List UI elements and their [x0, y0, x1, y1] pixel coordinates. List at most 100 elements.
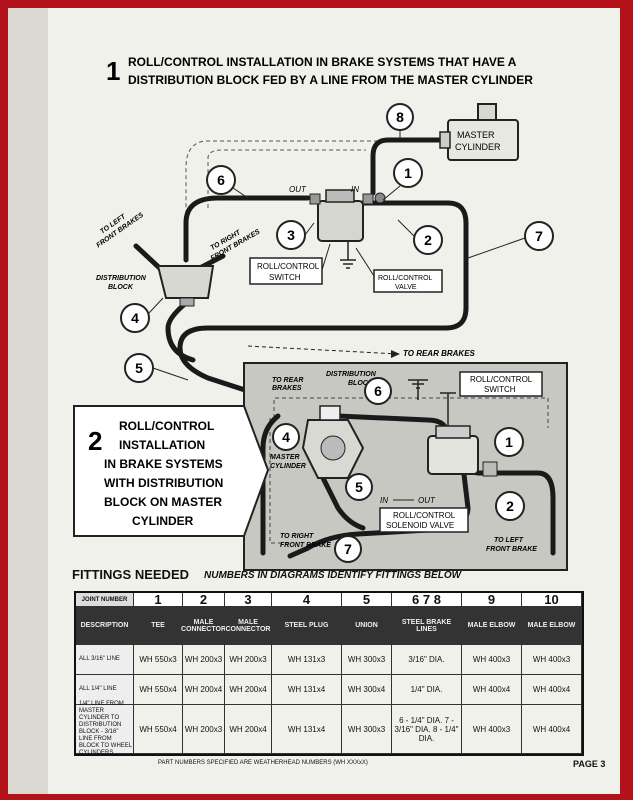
page-label: PAGE 3	[573, 759, 606, 769]
document-page: 1 ROLL/CONTROL INSTALLATION IN BRAKE SYS…	[8, 8, 620, 794]
master-cylinder-1-label: CYLINDER	[455, 142, 501, 152]
diagram2-dashed-frame	[269, 397, 549, 544]
joint-number-cell: 5	[342, 592, 392, 607]
diagram1-brake-lines	[133, 137, 469, 394]
joint-number-cell: 6 7 8	[392, 592, 462, 607]
page-fold-shadow	[8, 8, 48, 794]
callout-4: 4	[131, 310, 139, 326]
part-number-cell: WH 200x3	[225, 645, 272, 675]
label2-distribution-block: DISTRIBUTION	[326, 371, 377, 378]
part-number-cell: WH 400x4	[522, 675, 582, 705]
label-distribution-block: BLOCK	[108, 284, 134, 291]
callout-6: 6	[217, 172, 225, 188]
part-number-cell: WH 131x3	[272, 645, 342, 675]
part-number-cell: WH 200x3	[183, 645, 225, 675]
joint-number-cell: 9	[462, 592, 522, 607]
callout2-2: 2	[506, 498, 514, 514]
row-description: ALL 3/16" LINE	[76, 645, 134, 675]
fitting-name-cell: TEE	[134, 607, 183, 645]
brake-diagrams: 1 ROLL/CONTROL INSTALLATION IN BRAKE SYS…	[73, 55, 568, 571]
callout-1: 1	[404, 165, 412, 181]
part-number-cell: WH 550x4	[134, 705, 183, 754]
part-number-cell: WH 400x4	[522, 705, 582, 754]
part-number-cell: WH 300x3	[342, 645, 392, 675]
label2-to-left-front: TO LEFT	[494, 537, 524, 544]
callouts-diagram1	[120, 103, 554, 383]
label2-master-cylinder: MASTER	[270, 454, 300, 461]
distribution-block-2	[301, 405, 365, 479]
callouts-diagram2	[272, 377, 525, 563]
joint-number-header: JOINT NUMBER	[76, 593, 134, 607]
solenoid-valve-2	[427, 392, 498, 477]
joint-number-cell: 10	[522, 592, 582, 607]
label-in: IN	[351, 185, 359, 194]
label2-out: OUT	[418, 496, 436, 505]
callout2-6: 6	[374, 383, 382, 399]
callout2-5: 5	[355, 479, 363, 495]
part-number-cell: WH 400x4	[462, 675, 522, 705]
section2-line: ROLL/CONTROL	[119, 419, 214, 433]
label2-to-right-front: FRONT BRAKE	[280, 542, 331, 549]
label-to-rear-brakes: TO REAR BRAKES	[403, 349, 476, 358]
callout-5: 5	[135, 360, 143, 376]
label-out: OUT	[289, 185, 307, 194]
label2-master-cylinder: CYLINDER	[270, 463, 306, 470]
section1-number: 1	[106, 56, 120, 86]
label2-rc-solenoid: SOLENOID VALVE	[386, 521, 454, 530]
fitting-name-cell: MALE CONNECTOR	[225, 607, 272, 645]
label2-rc-solenoid: ROLL/CONTROL	[393, 511, 456, 520]
section2-number: 2	[88, 426, 102, 456]
part-number-cell: WH 200x3	[183, 705, 225, 754]
master-cylinder-1: MASTER CYLINDER	[439, 103, 519, 161]
distribution-block-1	[156, 265, 215, 307]
description-header: DESCRIPTION	[76, 607, 134, 645]
row-description: 1/4" LINE FROM MASTER CYLINDER TO DISTRI…	[76, 701, 134, 756]
label2-to-right-front: TO RIGHT	[280, 533, 314, 540]
part-number-cell: WH 400x3	[462, 705, 522, 754]
label-distribution-block: DISTRIBUTION	[96, 275, 147, 282]
fittings-heading: FITTINGS NEEDED	[72, 567, 190, 582]
callout-3: 3	[287, 227, 295, 243]
fitting-name-cell: MALE ELBOW	[522, 607, 582, 645]
ground-symbol-2	[408, 379, 428, 400]
master-cylinder-1-label: MASTER	[457, 130, 495, 140]
fitting-name-cell: STEEL PLUG	[272, 607, 342, 645]
label2-to-rear: BRAKES	[272, 385, 302, 392]
part-number-cell: WH 300x3	[342, 705, 392, 754]
part-number-cell: 6 - 1/4" DIA. 7 - 3/16" DIA. 8 - 1/4" DI…	[392, 705, 462, 754]
joint-number-cell: 2	[183, 592, 225, 607]
label-rc-valve: VALVE	[395, 284, 417, 291]
label2-distribution-block: BLOCK	[348, 380, 374, 387]
joint-number-cell: 4	[272, 592, 342, 607]
part-number-cell: WH 200x4	[183, 675, 225, 705]
fitting-name-cell: MALE ELBOW	[462, 607, 522, 645]
label-rc-switch: ROLL/CONTROL	[257, 262, 320, 271]
part-number-cell: WH 400x3	[522, 645, 582, 675]
callout-8: 8	[396, 109, 404, 125]
section2-line: BLOCK ON MASTER	[104, 495, 222, 509]
section2-line: CYLINDER	[132, 514, 194, 528]
diagram1-dashed-frame	[185, 140, 378, 218]
callout2-7: 7	[344, 541, 352, 557]
part-number-cell: WH 131x4	[272, 675, 342, 705]
label2-to-left-front: FRONT BRAKE	[486, 546, 537, 553]
fittings-subheading: NUMBERS IN DIAGRAMS IDENTIFY FITTINGS BE…	[204, 570, 462, 581]
fitting-name-cell: UNION	[342, 607, 392, 645]
joint-number-cell: 1	[134, 592, 183, 607]
part-number-cell: WH 550x3	[134, 645, 183, 675]
fitting-name-cell: STEEL BRAKE LINES	[392, 607, 462, 645]
section2-line: INSTALLATION	[119, 438, 205, 452]
section2-box	[73, 405, 270, 537]
roll-control-valve-1	[309, 189, 386, 269]
row-description: ALL 1/4" LINE	[76, 675, 134, 705]
part-number-cell: WH 300x4	[342, 675, 392, 705]
label-rc-switch: SWITCH	[269, 273, 301, 282]
label2-to-rear: TO REAR	[272, 377, 303, 384]
section2-line: WITH DISTRIBUTION	[104, 476, 223, 490]
part-number-cell: WH 200x4	[225, 675, 272, 705]
callout-7: 7	[535, 228, 543, 244]
label-rc-valve: ROLL/CONTROL	[378, 275, 433, 282]
part-number-cell: WH 400x3	[462, 645, 522, 675]
part-number-cell: 3/16" DIA.	[392, 645, 462, 675]
